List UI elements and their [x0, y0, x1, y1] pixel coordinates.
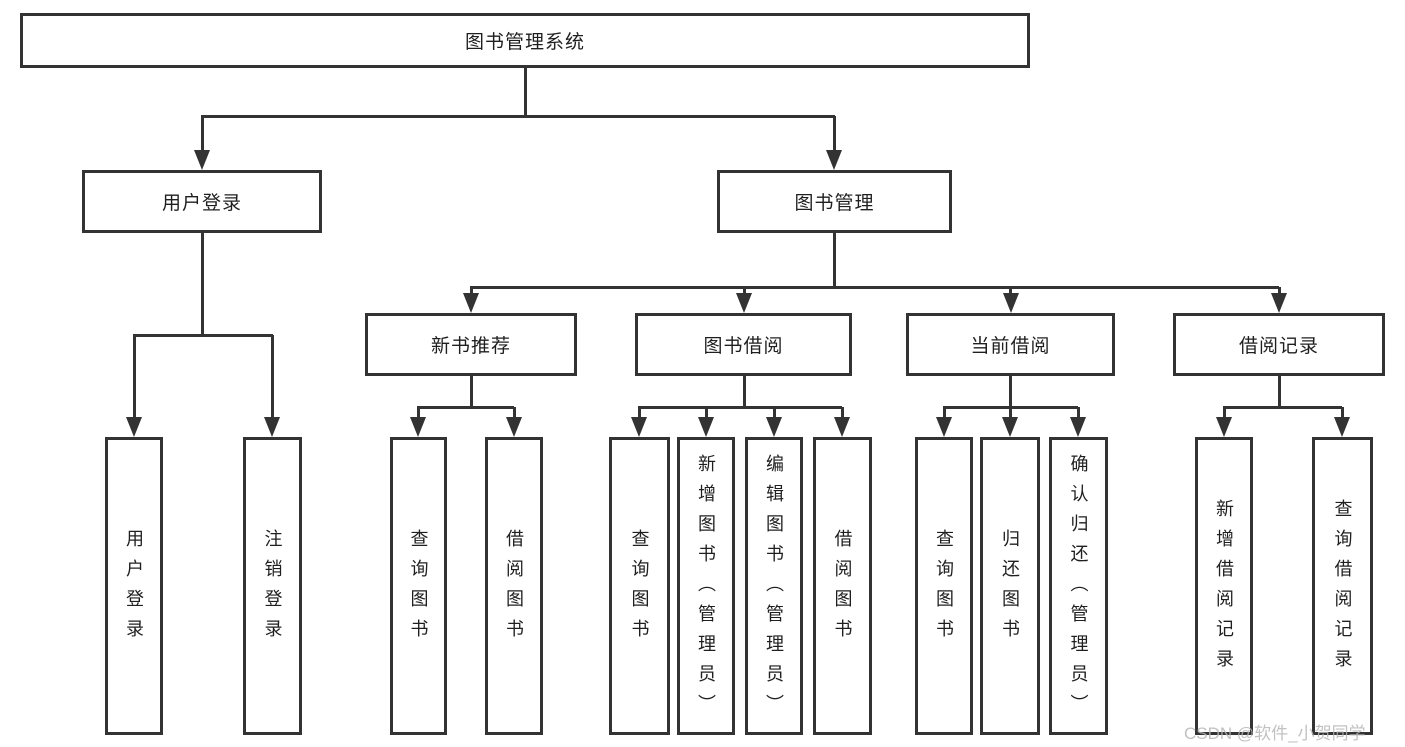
arrowhead-icon: [698, 417, 714, 437]
connector-line: [1340, 407, 1344, 417]
arrowhead-icon: [834, 417, 850, 437]
connector-line: [1009, 287, 1012, 293]
arrowhead-icon: [410, 417, 426, 437]
leaf-logout: 注销登录: [243, 437, 302, 735]
arrowhead-icon: [1216, 417, 1232, 437]
connector-line: [523, 68, 527, 116]
arrowhead-icon: [1334, 417, 1350, 437]
arrowhead-icon: [506, 417, 522, 437]
leaf-edit-books-admin: 编辑图书（管理员）: [745, 437, 803, 735]
connector-line: [512, 407, 516, 417]
arrowhead-icon: [1070, 417, 1086, 437]
connector-line: [1222, 405, 1342, 409]
connector-line: [840, 407, 844, 417]
leaf-search-borrow-record: 查询借阅记录: [1312, 437, 1373, 735]
connector-line: [832, 233, 836, 287]
connector-line: [416, 405, 514, 409]
connector-line: [1076, 407, 1080, 417]
connector-line: [1277, 287, 1281, 293]
connector-line: [942, 407, 946, 417]
connector-line: [1008, 407, 1012, 417]
arrowhead-icon: [631, 417, 647, 437]
connector-line: [469, 287, 473, 293]
node-book-borrowing: 图书借阅: [635, 313, 852, 376]
node-book-management: 图书管理: [717, 170, 952, 233]
connector-line: [637, 405, 842, 409]
leaf-search-books: 查询图书: [390, 437, 447, 735]
connector-line: [637, 407, 641, 417]
connector-line: [1009, 376, 1012, 407]
arrowhead-icon: [766, 417, 782, 437]
csdn-watermark: CSDN @软件_小贺同学: [1184, 724, 1366, 743]
node-new-book-recommendation: 新书推荐: [365, 313, 577, 376]
arrowhead-icon: [463, 293, 479, 313]
leaf-user-login: 用户登录: [105, 437, 163, 735]
connector-line: [1277, 376, 1281, 407]
connector-line: [469, 285, 1279, 289]
connector-line: [742, 376, 746, 407]
connector-line: [832, 116, 836, 150]
arrowhead-icon: [826, 150, 842, 170]
node-current-borrowing: 当前借阅: [906, 313, 1115, 376]
arrowhead-icon: [194, 150, 210, 170]
arrowhead-icon: [1002, 293, 1019, 313]
leaf-add-borrow-record: 新增借阅记录: [1195, 437, 1253, 735]
arrowhead-icon: [736, 293, 752, 313]
connector-line: [704, 407, 708, 417]
connector-line: [1222, 407, 1226, 417]
connector-line: [772, 407, 776, 417]
leaf-return-books: 归还图书: [980, 437, 1040, 735]
leaf-borrow-books: 借阅图书: [485, 437, 543, 735]
connector-line: [469, 376, 473, 407]
arrowhead-icon: [126, 417, 142, 437]
connector-line: [200, 233, 204, 335]
leaf-borrow-books: 借阅图书: [813, 437, 872, 735]
arrowhead-icon: [936, 417, 952, 437]
arrowhead-icon: [264, 417, 280, 437]
leaf-search-books: 查询图书: [915, 437, 973, 735]
connector-line: [200, 114, 835, 118]
connector-line: [200, 116, 204, 150]
leaf-search-books: 查询图书: [609, 437, 670, 735]
leaf-confirm-return-admin: 确认归还（管理员）: [1049, 437, 1108, 735]
connector-line: [270, 335, 274, 417]
connector-line: [742, 287, 746, 293]
connector-line: [132, 333, 273, 337]
arrowhead-icon: [1271, 293, 1287, 313]
node-borrowing-records: 借阅记录: [1173, 313, 1385, 376]
node-library-management-system: 图书管理系统: [20, 13, 1030, 68]
leaf-add-books-admin: 新增图书（管理员）: [677, 437, 735, 735]
connector-line: [132, 335, 136, 417]
arrowhead-icon: [1002, 417, 1018, 437]
connector-line: [416, 407, 420, 417]
node-user-login: 用户登录: [82, 170, 322, 233]
